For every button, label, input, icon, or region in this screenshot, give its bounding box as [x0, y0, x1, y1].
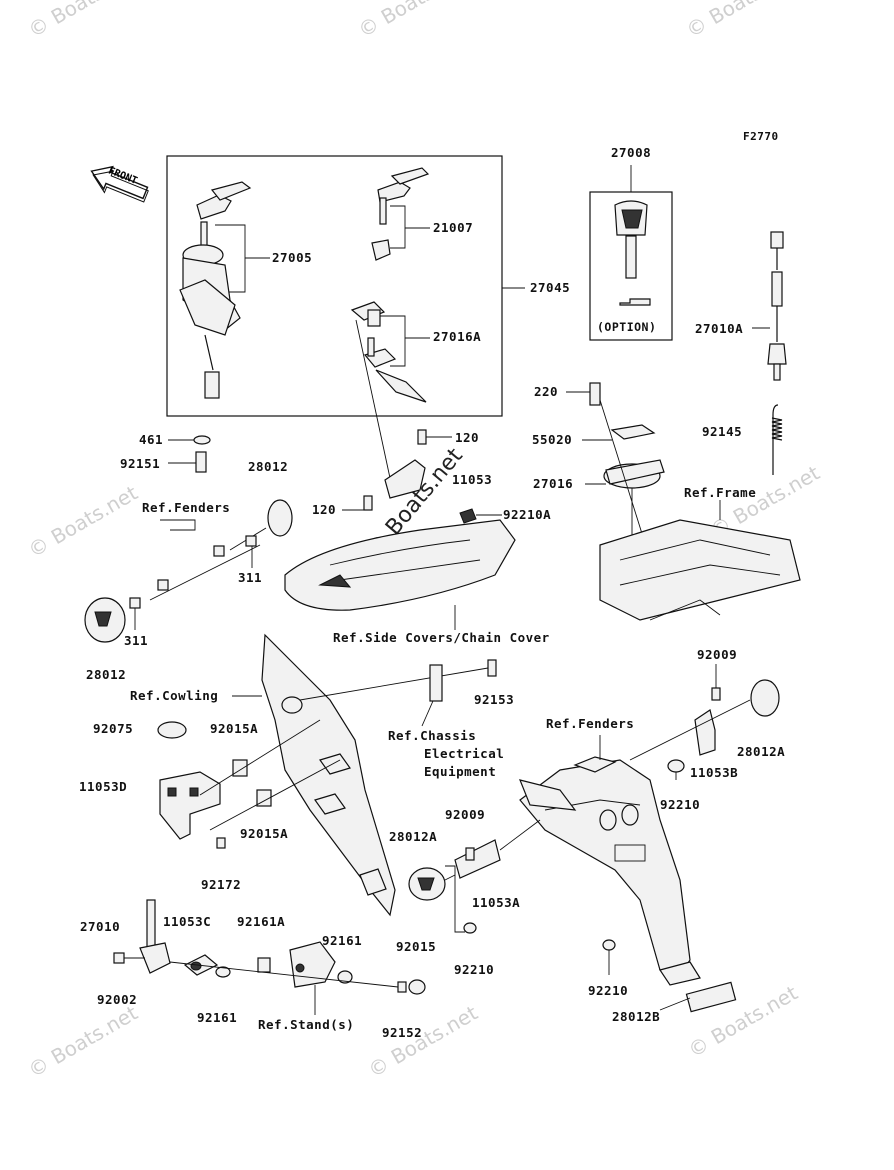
- part-label[interactable]: 92075: [93, 721, 134, 736]
- part-label[interactable]: 92161: [322, 933, 363, 948]
- part-label[interactable]: 28012A: [389, 829, 438, 844]
- part-label[interactable]: 92151: [120, 456, 161, 471]
- bracket-icon: [159, 771, 221, 840]
- rear-fender-icon: [519, 756, 691, 976]
- washer-icon: [193, 435, 211, 445]
- part-label[interactable]: 220: [534, 384, 559, 399]
- stand-bracket-icon: [289, 941, 336, 988]
- part-label[interactable]: 92210: [454, 962, 495, 977]
- part-label[interactable]: 27010A: [695, 321, 744, 336]
- nut-icon: [463, 922, 477, 934]
- bracket-icon: [454, 839, 501, 879]
- ref-label[interactable]: Ref.Frame: [684, 485, 757, 500]
- switch-harness-icon: [767, 231, 787, 381]
- collar-icon: [257, 957, 271, 973]
- part-label[interactable]: 92152: [382, 1025, 423, 1040]
- part-label[interactable]: 92145: [702, 424, 743, 439]
- ref-label[interactable]: Equipment: [424, 764, 497, 779]
- connector-icon: [429, 664, 443, 702]
- rubber-cap-icon: [267, 499, 293, 537]
- ref-label[interactable]: Ref.Stand(s): [258, 1017, 355, 1032]
- rear-reflector-icon: [659, 961, 737, 1013]
- part-label[interactable]: 92210A: [503, 507, 552, 522]
- part-label[interactable]: 92009: [445, 807, 486, 822]
- nut-icon: [602, 939, 616, 951]
- front-arrow-icon: [90, 165, 149, 203]
- part-label[interactable]: 92161: [197, 1010, 238, 1025]
- bolt-icon: [397, 981, 407, 993]
- ref-label[interactable]: Ref.Fenders: [546, 716, 635, 731]
- part-label[interactable]: 11053A: [472, 895, 521, 910]
- part-label[interactable]: 27045: [530, 280, 571, 295]
- bolt-icon: [487, 659, 497, 677]
- part-label[interactable]: 311: [238, 570, 263, 585]
- part-label[interactable]: 92015A: [240, 826, 289, 841]
- part-label[interactable]: 92210: [660, 797, 701, 812]
- part-label[interactable]: 28012B: [612, 1009, 661, 1024]
- part-label[interactable]: 92015A: [210, 721, 259, 736]
- ref-label[interactable]: Ref.Cowling: [130, 688, 219, 703]
- bracket-icon: [694, 709, 716, 756]
- rubber-cap-icon: [84, 597, 126, 643]
- ref-label[interactable]: Ref.Chassis: [388, 728, 477, 743]
- washer-icon: [215, 966, 231, 978]
- stand-switch-icon: [113, 899, 171, 974]
- ignition-switch-icon: [179, 244, 241, 399]
- washer-icon: [337, 970, 353, 984]
- nut-icon: [667, 759, 685, 773]
- spring-icon: [771, 404, 783, 475]
- figure-code: F2770: [743, 130, 779, 143]
- option-label: (OPTION): [597, 320, 657, 334]
- part-label[interactable]: 120: [455, 430, 480, 445]
- collar-icon: [232, 759, 248, 777]
- part-label[interactable]: 92015: [396, 939, 437, 954]
- part-label[interactable]: 92002: [97, 992, 138, 1007]
- part-label[interactable]: 461: [139, 432, 164, 447]
- part-label[interactable]: 28012: [248, 459, 289, 474]
- part-label[interactable]: 28012: [86, 667, 127, 682]
- part-label[interactable]: 27016: [533, 476, 574, 491]
- part-label[interactable]: 21007: [433, 220, 474, 235]
- ignition-key-icon: [196, 181, 252, 249]
- part-label[interactable]: 11053D: [79, 779, 128, 794]
- part-label[interactable]: 27010: [80, 919, 121, 934]
- part-label[interactable]: 11053B: [690, 765, 739, 780]
- part-label[interactable]: 27005: [272, 250, 313, 265]
- ref-label[interactable]: Ref.Fenders: [142, 500, 231, 515]
- ref-label[interactable]: Ref.Side Covers/Chain Cover: [333, 630, 550, 645]
- seat-lock-icon: [350, 301, 427, 403]
- screw-icon: [589, 382, 601, 406]
- cover-plate-icon: [610, 424, 656, 440]
- part-label[interactable]: 55020: [532, 432, 573, 447]
- part-label[interactable]: 28012A: [737, 744, 786, 759]
- part-label[interactable]: 311: [124, 633, 149, 648]
- nut-icon: [408, 979, 426, 995]
- part-label[interactable]: 120: [312, 502, 337, 517]
- rubber-cap-icon: [408, 867, 446, 901]
- collar-icon: [256, 789, 272, 807]
- key-blank-icon: [371, 167, 430, 261]
- bolt-icon: [195, 451, 207, 473]
- cap-icon: [157, 721, 187, 739]
- ignition-set-box: [166, 155, 503, 417]
- option-key-icon: [614, 200, 651, 306]
- part-label[interactable]: 27016A: [433, 329, 482, 344]
- bracket-icon: [384, 459, 426, 499]
- part-label[interactable]: 92172: [201, 877, 242, 892]
- part-label[interactable]: 92161A: [237, 914, 286, 929]
- part-label[interactable]: 92009: [697, 647, 738, 662]
- ref-label[interactable]: Electrical: [424, 746, 505, 761]
- side-cover-icon: [284, 519, 516, 611]
- part-label[interactable]: 11053C: [163, 914, 212, 929]
- part-label[interactable]: 92210: [588, 983, 629, 998]
- part-label[interactable]: 11053: [452, 472, 493, 487]
- clip-icon: [459, 508, 477, 524]
- cowling-icon: [261, 633, 396, 917]
- rubber-cap-icon: [750, 679, 780, 717]
- frame-icon: [599, 519, 801, 621]
- part-label[interactable]: 27008: [611, 145, 652, 160]
- part-label[interactable]: 92153: [474, 692, 515, 707]
